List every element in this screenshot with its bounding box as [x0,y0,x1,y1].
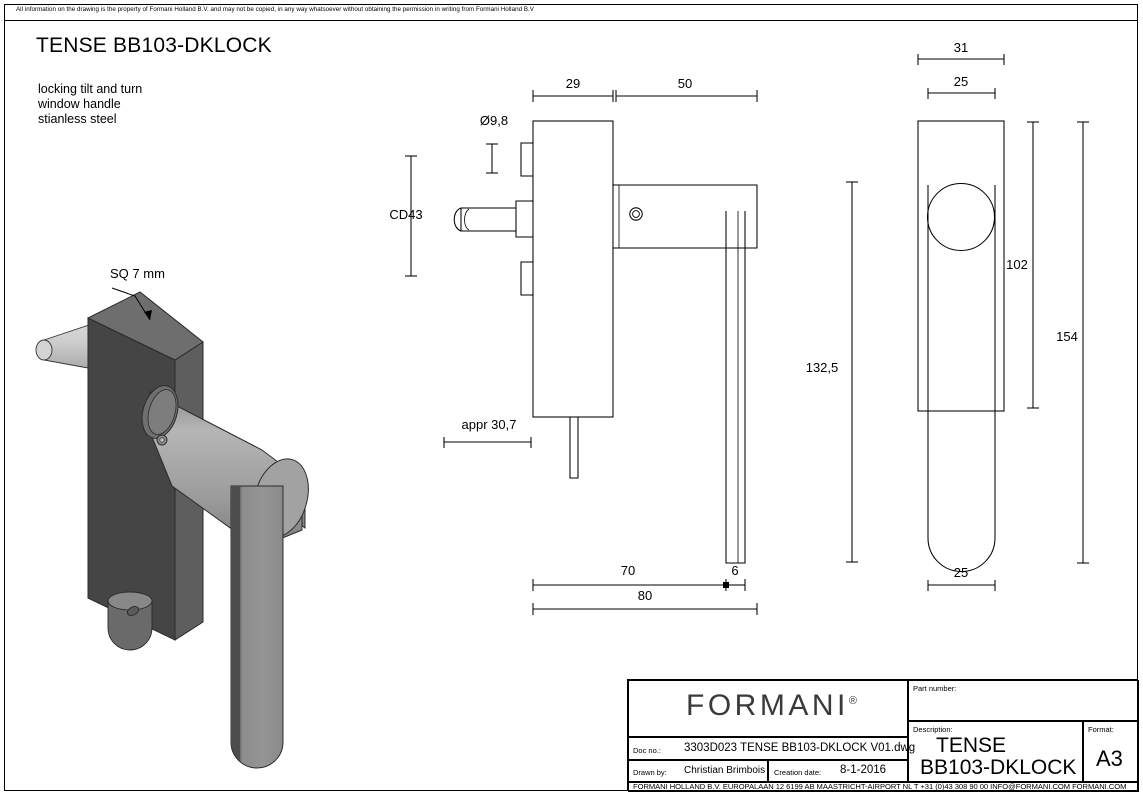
title-block: FORMANI® Doc no.: 3303D023 TENSE BB103-D… [627,679,1139,792]
tb-drawnby-value: Christian Brimbois [684,765,766,776]
dim-label-diameter: Ø9,8 [479,113,509,128]
sq-callout-leader [111,287,152,321]
front-lever-arm [725,211,746,564]
registered-trademark-icon: ® [848,695,857,707]
tb-docno-cell [628,737,908,760]
tb-footer-text: FORMANI HOLLAND B.V. EUROPALAAN 12 6199 … [633,782,1127,791]
tb-format-cell [1083,721,1139,782]
dim-80 [532,603,758,615]
side-backplate [917,120,1005,412]
sheet-border [4,4,1138,791]
page-title: TENSE BB103-DKLOCK [36,34,272,57]
tb-description-line-1: TENSE [936,734,1007,757]
front-bottom-pin [569,417,579,479]
dim-label-6: 6 [731,563,739,578]
tb-creationdate-value: 8-1-2016 [840,764,887,776]
formani-logo-text: FORMANI [686,689,849,722]
dim-label-31: 31 [953,40,969,55]
tb-drawnby-cell [628,760,768,782]
tb-description-label: Description: [913,725,953,734]
subtitle-line-3: stianless steel [38,112,117,126]
dim-29-50 [532,90,758,102]
tb-logo-cell [628,680,908,737]
side-boss-circle [926,182,996,252]
front-spindle-chamfer [464,208,470,231]
dim-label-154: 154 [1056,329,1078,344]
dim-label-25-top: 25 [953,74,969,89]
side-lever-body [927,185,996,573]
key-cylinder-stub [107,591,153,651]
dim-25-bottom [927,580,996,591]
dim-25-top [927,88,996,99]
dim-31 [917,54,1005,65]
dim-label-cd43: CD43 [389,207,423,222]
dim-154 [1077,121,1089,564]
dim-appr-307 [443,437,532,448]
tb-creationdate-cell [768,760,908,782]
subtitle-line-2: window handle [38,97,121,111]
tb-drawnby-label: Drawn by: [633,768,667,777]
dim-70-6 [532,579,746,591]
front-grub-screw [629,207,643,221]
copyright-divider [4,20,1138,21]
front-lower-tab [520,261,533,296]
dim-label-25-bottom: 25 [953,565,969,580]
dim-label-102: 102 [1006,257,1028,272]
subtitle-line-1: locking tilt and turn [38,82,143,96]
dim-1325 [846,181,858,563]
front-upper-tab [520,142,533,177]
front-grub-screw-inner [632,210,640,218]
front-neck [515,200,533,238]
front-spindle-tip [453,207,462,232]
tb-partnumber-label: Part number: [913,684,957,693]
dim-diameter-98 [486,143,498,174]
lever-arm [230,485,284,769]
front-rosette-body [532,120,614,418]
sq-callout-label: SQ 7 mm [110,266,165,281]
product-description: locking tilt and turn window handle stia… [38,82,142,127]
dim-label-appr-307: appr 30,7 [461,417,517,432]
dim-label-50: 50 [677,76,693,91]
dim-label-1325: 132,5 [805,360,839,375]
tb-docno-label: Doc no.: [633,746,661,755]
tb-creationdate-label: Creation date: [774,768,822,777]
dim-label-70: 70 [620,563,636,578]
tb-description-cell [908,721,1083,782]
tb-partnumber-cell [908,680,1139,721]
dim-label-80: 80 [637,588,653,603]
tb-description-line-2: BB103-DKLOCK [920,756,1077,779]
tb-docno-value: 3303D023 TENSE BB103-DKLOCK V01.dwg [684,742,916,754]
front-spindle [460,207,516,232]
formani-logo: FORMANI® [686,689,857,723]
copyright-notice: All information on the drawing is the pr… [16,6,534,13]
dim-label-29: 29 [565,76,581,91]
tb-format-value: A3 [1096,746,1123,771]
tb-footer-cell [628,782,1139,792]
dim-cd43 [405,155,417,277]
tb-format-label: Format: [1088,725,1114,734]
dim-102 [1027,121,1039,409]
